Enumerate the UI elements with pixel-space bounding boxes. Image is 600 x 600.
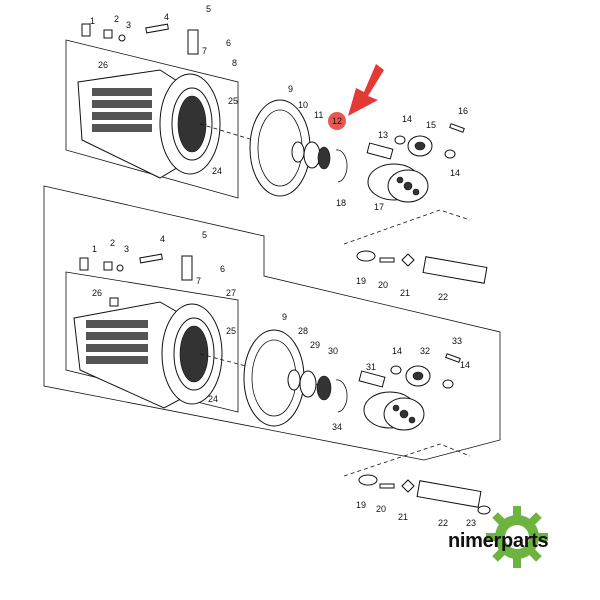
label-u24: 24 bbox=[212, 166, 222, 176]
label-l25: 25 bbox=[226, 326, 236, 336]
lower-centerline bbox=[199, 353, 331, 389]
label-ld19: 19 bbox=[356, 500, 366, 510]
upper-seal-10 bbox=[291, 141, 305, 163]
label-l33: 33 bbox=[452, 336, 462, 346]
lower-detail-leader bbox=[343, 443, 471, 477]
label-l2: 2 bbox=[110, 238, 115, 248]
label-l31: 31 bbox=[366, 362, 376, 372]
lower-fasteners bbox=[79, 253, 193, 307]
label-l4: 4 bbox=[160, 234, 165, 244]
upper-planet-carrier-17 bbox=[367, 163, 429, 203]
lower-bearing-29 bbox=[299, 370, 317, 398]
lower-pin-33 bbox=[445, 353, 461, 363]
label-u11: 11 bbox=[314, 110, 323, 120]
upper-axle-housing bbox=[77, 69, 221, 179]
label-u7: 7 bbox=[202, 46, 207, 56]
upper-detail-leader bbox=[343, 209, 471, 245]
lower-snap-ring-34 bbox=[335, 379, 348, 413]
label-l1: 1 bbox=[92, 244, 97, 254]
label-u25: 25 bbox=[228, 96, 238, 106]
label-l29: 29 bbox=[310, 340, 320, 350]
lower-washer-14a bbox=[390, 365, 402, 375]
upper-labels: 1 2 3 4 5 6 7 8 9 10 11 13 14 15 16 14 1… bbox=[90, 4, 468, 212]
label-l27: 27 bbox=[226, 288, 236, 298]
upper-bearing-11 bbox=[303, 141, 321, 169]
label-l30: 30 bbox=[328, 346, 338, 356]
label-l14b: 14 bbox=[460, 360, 470, 370]
upper-detail-parts bbox=[356, 250, 488, 284]
label-u16: 16 bbox=[458, 106, 468, 116]
label-u6: 6 bbox=[226, 38, 231, 48]
label-u1: 1 bbox=[90, 16, 95, 26]
label-l26: 26 bbox=[92, 288, 102, 298]
gear-logo-icon bbox=[486, 506, 548, 568]
label-u13: 13 bbox=[378, 130, 388, 140]
lower-detail-parts bbox=[358, 474, 491, 515]
highlight-arrow bbox=[348, 64, 384, 116]
label-d21: 21 bbox=[400, 288, 410, 298]
label-l32: 32 bbox=[420, 346, 430, 356]
label-u10: 10 bbox=[298, 100, 308, 110]
label-d22: 22 bbox=[438, 292, 448, 302]
label-d19: 19 bbox=[356, 276, 366, 286]
label-l5: 5 bbox=[202, 230, 207, 240]
label-u5: 5 bbox=[206, 4, 211, 14]
label-l14a: 14 bbox=[392, 346, 402, 356]
upper-pin-13 bbox=[366, 142, 394, 160]
lower-axle-housing bbox=[73, 301, 223, 409]
label-ld21: 21 bbox=[398, 512, 408, 522]
brand-wordmark: nimerparts bbox=[448, 530, 549, 552]
label-ld23: 23 bbox=[466, 518, 476, 528]
lower-housing-frame bbox=[65, 271, 239, 413]
label-u3: 3 bbox=[126, 20, 131, 30]
upper-washer-14b bbox=[444, 149, 456, 159]
label-l28: 28 bbox=[298, 326, 308, 336]
label-u2: 2 bbox=[114, 14, 119, 24]
lower-planet-carrier bbox=[363, 391, 425, 431]
label-u8: 8 bbox=[232, 58, 237, 68]
label-u4: 4 bbox=[164, 12, 169, 22]
label-l3: 3 bbox=[124, 244, 129, 254]
upper-housing-frame bbox=[65, 39, 239, 199]
label-l24: 24 bbox=[208, 394, 218, 404]
label-u18: 18 bbox=[336, 198, 346, 208]
label-ld22: 22 bbox=[438, 518, 448, 528]
upper-snap-ring-18 bbox=[335, 149, 348, 183]
highlight-marker bbox=[328, 112, 346, 130]
label-l6: 6 bbox=[220, 264, 225, 274]
label-u15: 15 bbox=[426, 120, 436, 130]
label-u14a: 14 bbox=[402, 114, 412, 124]
lower-pin-31 bbox=[358, 370, 386, 388]
label-ld20: 20 bbox=[376, 504, 386, 514]
label-l9: 9 bbox=[282, 312, 287, 322]
lower-bearing-30 bbox=[316, 375, 332, 401]
upper-washer-14a bbox=[394, 135, 406, 145]
lower-washer-14b bbox=[442, 379, 454, 389]
lower-outer-frame bbox=[43, 185, 501, 461]
label-u14b: 14 bbox=[450, 168, 460, 178]
upper-pin-16 bbox=[449, 123, 465, 133]
highlight-label: 12 bbox=[332, 116, 342, 126]
label-d20: 20 bbox=[378, 280, 388, 290]
lower-seal-28 bbox=[287, 369, 301, 391]
upper-planet-gear-15 bbox=[407, 135, 433, 157]
label-l34: 34 bbox=[332, 422, 342, 432]
label-u9: 9 bbox=[288, 84, 293, 94]
label-u26: 26 bbox=[98, 60, 108, 70]
label-u17: 17 bbox=[374, 202, 384, 212]
lower-labels: 1 2 3 4 5 6 7 26 27 25 24 9 28 29 30 31 … bbox=[92, 230, 470, 432]
upper-bearing-12 bbox=[317, 146, 331, 170]
label-l7: 7 bbox=[196, 276, 201, 286]
upper-fasteners bbox=[81, 23, 199, 55]
